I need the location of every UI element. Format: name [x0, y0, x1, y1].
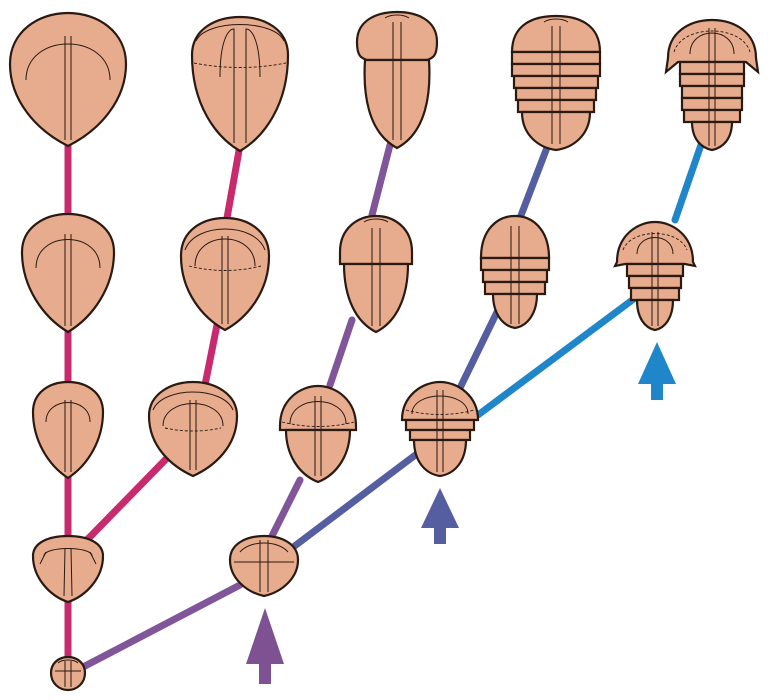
blue-adult	[664, 18, 760, 152]
indigo-stage-1	[400, 380, 480, 478]
magenta-stage-3	[20, 212, 116, 334]
innovation-arrow-blue	[638, 342, 676, 400]
blue-stage-1	[613, 220, 697, 332]
violet-stage-1	[228, 534, 300, 598]
magenta-stage-1	[31, 534, 105, 604]
magenta-side-stage-1	[147, 380, 239, 478]
lineage-violet	[81, 141, 394, 670]
violet-stage-3	[338, 214, 414, 334]
magenta-side-adult	[190, 15, 290, 153]
magenta-adult	[8, 11, 128, 148]
violet-stage-2	[278, 384, 358, 484]
magenta-stage-2	[31, 380, 105, 480]
organisms	[8, 10, 760, 692]
lineage-magenta-side	[78, 141, 244, 549]
innovation-arrow-indigo	[421, 488, 459, 544]
indigo-adult	[510, 14, 602, 152]
lineage-lines	[64, 136, 706, 670]
innovation-arrow-violet	[246, 608, 284, 684]
ancestor-larva	[49, 655, 87, 692]
lineage-indigo	[288, 141, 552, 552]
indigo-stage-2	[479, 214, 551, 330]
lineage-blue	[474, 138, 706, 419]
magenta-side-stage-2	[179, 216, 271, 332]
innovation-arrows	[246, 342, 676, 684]
violet-adult	[355, 10, 439, 150]
